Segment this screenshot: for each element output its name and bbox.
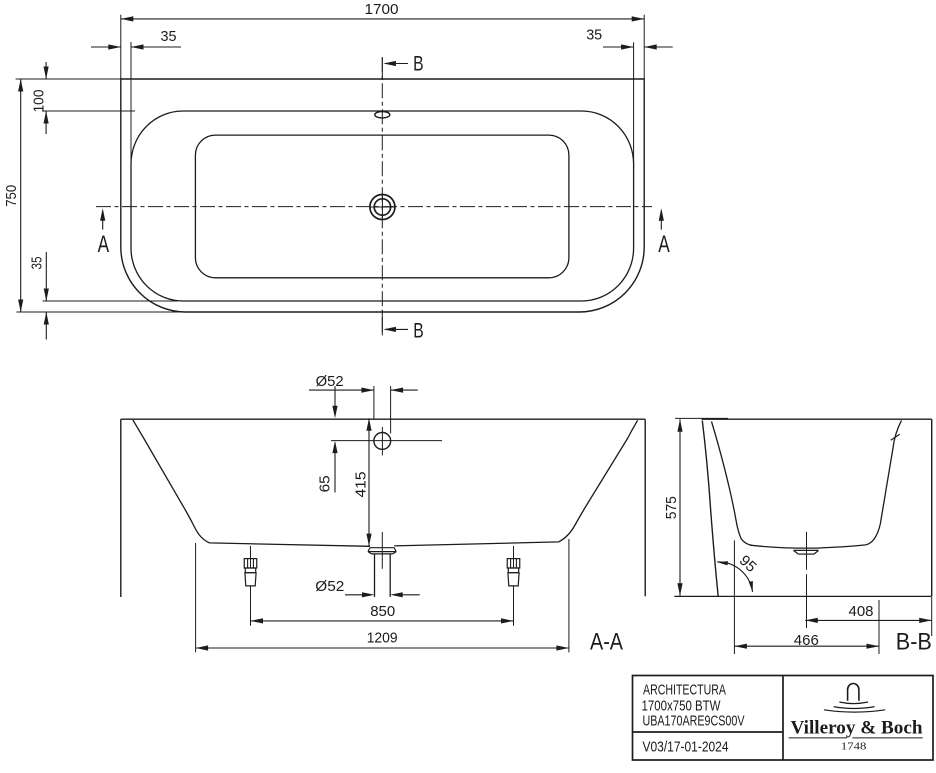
svg-text:A-A: A-A bbox=[590, 629, 623, 656]
svg-text:408: 408 bbox=[849, 603, 874, 620]
svg-text:850: 850 bbox=[370, 603, 395, 620]
svg-text:UBA170ARE9CS00V: UBA170ARE9CS00V bbox=[643, 713, 745, 730]
svg-text:95: 95 bbox=[736, 552, 760, 576]
svg-text:A: A bbox=[658, 231, 670, 258]
svg-text:35: 35 bbox=[29, 257, 46, 270]
svg-text:B: B bbox=[413, 53, 424, 76]
svg-text:1748: 1748 bbox=[841, 742, 867, 753]
svg-text:65: 65 bbox=[316, 475, 333, 492]
svg-text:B-B: B-B bbox=[896, 629, 932, 656]
svg-text:35: 35 bbox=[161, 28, 177, 45]
svg-text:100: 100 bbox=[31, 90, 48, 113]
svg-text:B: B bbox=[413, 319, 424, 342]
svg-text:Ø52: Ø52 bbox=[315, 578, 344, 595]
svg-text:415: 415 bbox=[352, 472, 369, 498]
svg-text:V03/17-01-2024: V03/17-01-2024 bbox=[643, 739, 729, 756]
svg-text:1209: 1209 bbox=[367, 630, 398, 647]
svg-text:575: 575 bbox=[663, 496, 680, 519]
svg-text:ARCHITECTURA: ARCHITECTURA bbox=[643, 682, 726, 699]
svg-text:Villeroy & Boch: Villeroy & Boch bbox=[791, 718, 924, 738]
svg-text:750: 750 bbox=[3, 185, 20, 207]
svg-text:35: 35 bbox=[586, 27, 602, 44]
svg-text:466: 466 bbox=[794, 632, 819, 649]
svg-text:1700: 1700 bbox=[365, 1, 399, 18]
svg-text:A: A bbox=[98, 231, 110, 258]
svg-text:Ø52: Ø52 bbox=[316, 373, 344, 390]
svg-text:1700x750 BTW: 1700x750 BTW bbox=[642, 698, 722, 715]
